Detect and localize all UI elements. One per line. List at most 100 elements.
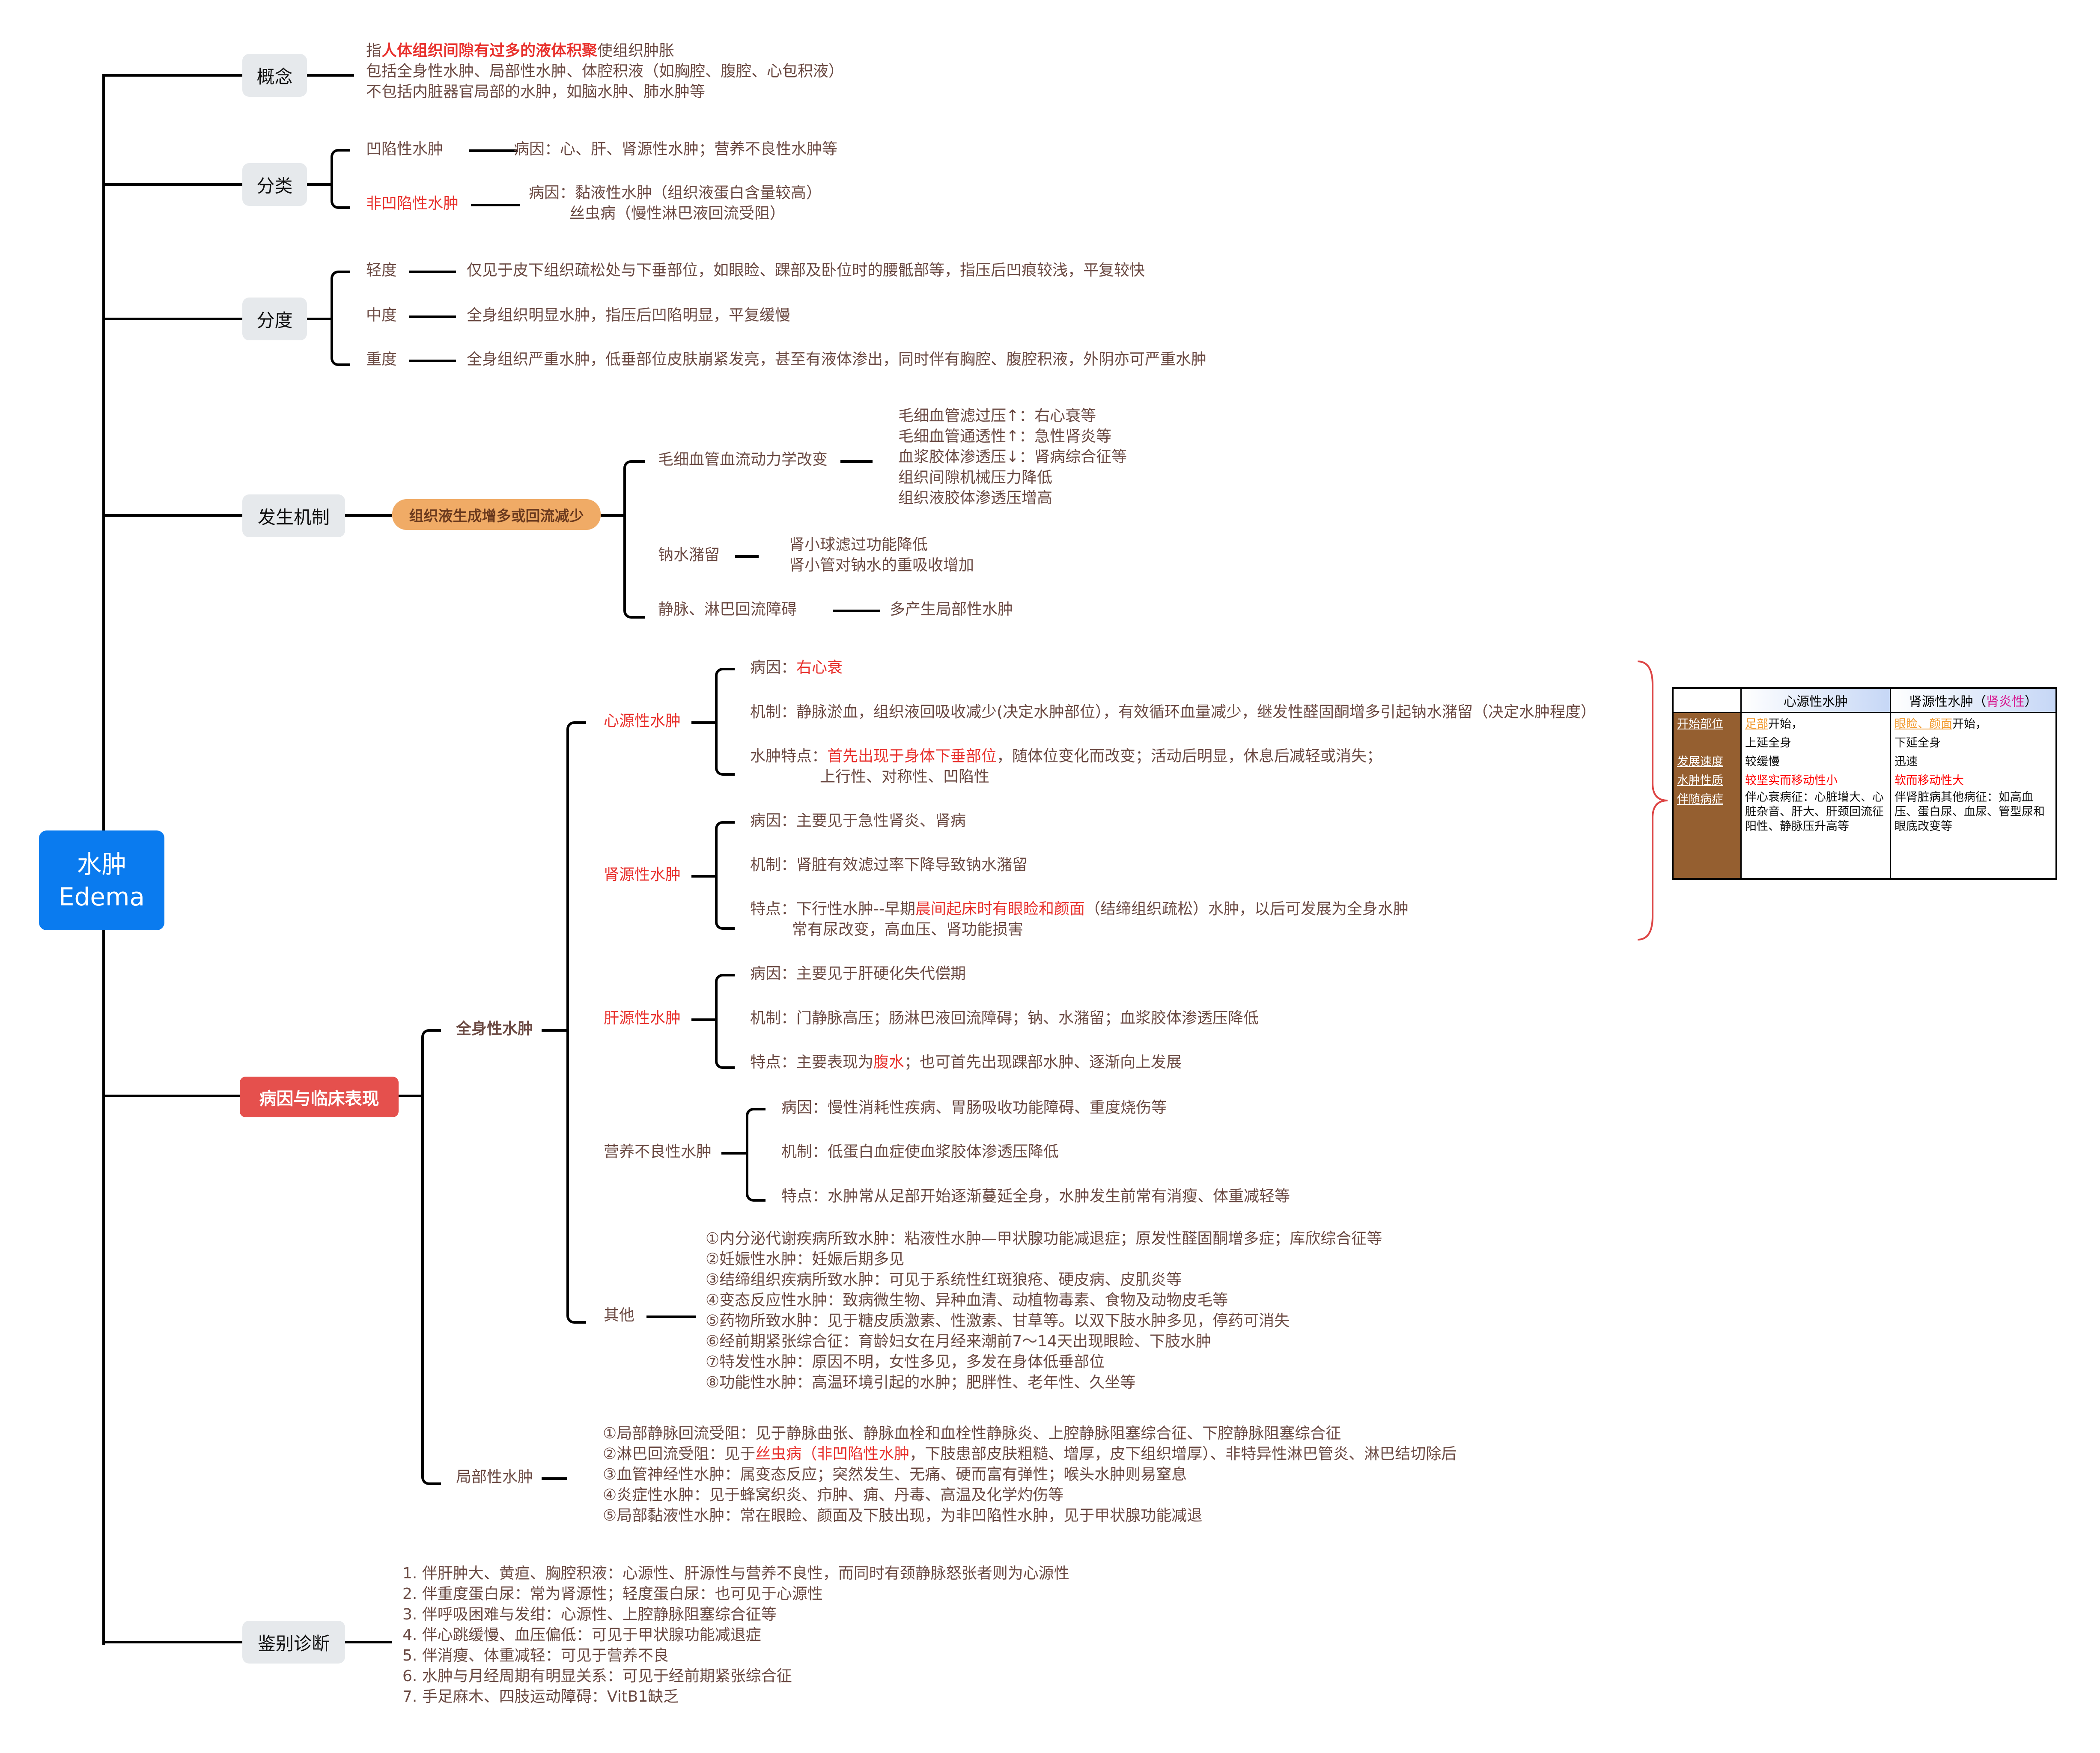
connector	[601, 514, 624, 517]
bracket	[623, 460, 645, 619]
local-item: ④炎症性水肿：见于蜂窝织炎、疖肿、痈、丹毒、高温及化学灼伤等	[603, 1486, 1064, 1504]
text: 使组织肿胀	[597, 42, 675, 60]
connector	[721, 1152, 747, 1155]
node-grading[interactable]: 分度	[242, 298, 307, 340]
connector	[102, 514, 242, 517]
nutritional-edema-label: 营养不良性水肿	[604, 1143, 712, 1161]
connector	[840, 460, 873, 463]
class-nonpitting-cause-1: 病因：黏液性水肿（组织液蛋白含量较高）	[529, 184, 822, 202]
diff-item: 3. 伴呼吸困难与发绀：心源性、上腔静脉阻塞综合征等	[402, 1606, 777, 1623]
connector	[735, 555, 759, 558]
text: 特点：主要表现为	[750, 1054, 874, 1071]
text: 首先出现于身体下垂部位	[827, 747, 997, 765]
text: 较坚实而移动性小	[1745, 774, 1838, 787]
nutritional-cause: 病因：慢性消耗性疾病、胃肠吸收功能障碍、重度烧伤等	[781, 1099, 1167, 1116]
mech-hemo-line: 毛细血管通透性↑：急性肾炎等	[898, 428, 1112, 445]
connector	[691, 721, 717, 724]
text: 伴肾脏病其他病征：如高血压、蛋白尿、血尿、管型尿和眼底改变等	[1894, 791, 2045, 833]
node-etiology[interactable]: 病因与临床表现	[240, 1077, 399, 1117]
text: 晨间起床时有眼睑和颜面	[915, 900, 1085, 918]
connector	[102, 1641, 242, 1643]
text: （结缔组织疏松）水肿，以后可发展为全身水肿	[1085, 900, 1409, 918]
text: 肾炎性	[1986, 694, 2025, 709]
connector	[469, 149, 518, 152]
row-label: 开始部位	[1677, 717, 1723, 731]
connector	[102, 183, 242, 186]
connector	[345, 514, 392, 517]
concept-line-1: 指人体组织间隙有过多的液体积聚使组织肿胀	[366, 41, 674, 61]
text: 肾源性水肿（	[1909, 694, 1986, 709]
other-item: ④变态反应性水肿：致病微生物、异种血清、动植物毒素、食物及动物皮毛等	[706, 1292, 1228, 1309]
table-renal-column: 眼睑、颜面开始， 下延全身 迅速 软而移动性大 伴肾脏病其他病征：如高血压、蛋白…	[1890, 712, 2057, 880]
bracket	[421, 1029, 441, 1485]
local-item: ①局部静脉回流受阻：见于静脉曲张、静脉血栓和血栓性静脉炎、上腔静脉阻塞综合征、下…	[603, 1425, 1341, 1442]
connector	[409, 360, 456, 362]
text: 伴心衰病征：心脏增大、心脏杂音、肝大、肝颈回流征阳性、静脉压升高等	[1745, 791, 1884, 833]
renal-cause: 病因：主要见于急性肾炎、肾病	[750, 812, 966, 830]
text: ）	[2025, 694, 2037, 709]
text: 病因：	[750, 659, 797, 676]
mechanism-core-label: 组织液生成增多或回流减少	[409, 507, 584, 525]
node-differential-label: 鉴别诊断	[257, 1633, 330, 1654]
comparison-table: 心源性水肿 肾源性水肿（肾炎性） 开始部位 发展速度 水肿性质 伴随病症 足部开…	[1672, 687, 2057, 880]
connector	[691, 1018, 717, 1021]
cardiac-feature-2: 上行性、对称性、凹陷性	[820, 768, 990, 786]
grade-severe-desc: 全身组织严重水肿，低垂部位皮肤崩紧发亮，甚至有液体渗出，同时伴有胸腔、腹腔积液，…	[467, 351, 1207, 368]
text: 丝虫病（非凹陷性水肿	[755, 1445, 910, 1463]
table-cardiac-column: 足部开始， 上延全身 较缓慢 较坚实而移动性小 伴心衰病征：心脏增大、心脏杂音、…	[1740, 712, 1891, 880]
mech-branch-sodium: 钠水潴留	[658, 546, 720, 564]
connector	[542, 1477, 567, 1480]
cardiac-edema-label: 心源性水肿	[604, 712, 681, 730]
connector	[399, 1095, 422, 1097]
mechanism-core-pill[interactable]: 组织液生成增多或回流减少	[392, 499, 601, 530]
connector	[833, 610, 880, 612]
bracket	[331, 271, 350, 366]
bracket	[566, 721, 586, 1324]
text: 下延全身	[1894, 736, 1941, 750]
mech-sodium-line: 肾小管对钠水的重吸收增加	[789, 557, 974, 574]
connector	[307, 318, 331, 320]
concept-highlight: 人体组织间隙有过多的液体积聚	[381, 42, 598, 60]
node-concept[interactable]: 概念	[242, 54, 307, 97]
other-item: ⑥经前期紧张综合征：育龄妇女在月经来潮前7～14天出现眼睑、下肢水肿	[706, 1333, 1211, 1350]
connector	[307, 183, 331, 186]
connector	[471, 204, 520, 206]
node-classification-label: 分类	[256, 175, 293, 196]
text: 迅速	[1894, 755, 1918, 768]
class-nonpitting-cause-2: 丝虫病（慢性淋巴液回流受阻）	[569, 205, 786, 222]
grade-mild-desc: 仅见于皮下组织疏松处与下垂部位，如眼睑、踝部及卧位时的腰骶部等，指压后凹痕较浅，…	[467, 262, 1145, 279]
diff-item: 7. 手足麻木、四肢运动障碍：VitB1缺乏	[402, 1688, 679, 1705]
text: ②淋巴回流受阻：见于	[603, 1445, 756, 1463]
diff-item: 5. 伴消瘦、体重减轻：可见于营养不良	[402, 1647, 669, 1664]
local-item: ⑤局部黏液性水肿：常在眼睑、颜面及下肢出现，为非凹陷性水肿，见于甲状腺功能减退	[603, 1507, 1203, 1524]
node-mechanism[interactable]: 发生机制	[242, 494, 345, 537]
mech-branch-hemodynamic: 毛细血管血流动力学改变	[658, 451, 828, 468]
class-item-nonpitting: 非凹陷性水肿	[366, 195, 459, 212]
root-title-zh: 水肿	[77, 849, 127, 879]
connector	[307, 74, 354, 77]
text: 腹水	[873, 1054, 905, 1071]
text: ，下肢患部皮肤粗糙、增厚，皮下组织增厚）、非特异性淋巴管炎、淋巴结切除后	[909, 1445, 1457, 1463]
renal-feature-2: 常有尿改变，高血压、肾功能损害	[792, 921, 1024, 938]
diff-item: 2. 伴重度蛋白尿：常为肾源性；轻度蛋白尿：也可见于心源性	[402, 1585, 823, 1603]
mech-hemo-line: 组织液胶体渗透压增高	[898, 489, 1053, 507]
text: 开始，	[1768, 717, 1803, 731]
bracket	[715, 821, 735, 930]
text: ，随体位变化而改变；活动后明显，休息后减轻或消失；	[997, 747, 1382, 765]
node-mechanism-label: 发生机制	[257, 506, 330, 528]
bracket	[715, 668, 735, 776]
other-edema-label: 其他	[604, 1307, 635, 1324]
connector	[345, 1641, 392, 1643]
connector	[409, 271, 456, 273]
node-differential[interactable]: 鉴别诊断	[242, 1621, 345, 1664]
other-item: ⑤药物所致水肿：见于糖皮质激素、性激素、甘草等。以双下肢水肿多见，停药可消失	[706, 1312, 1290, 1330]
root-title-en: Edema	[58, 882, 145, 911]
node-classification[interactable]: 分类	[242, 163, 307, 206]
table-header-renal: 肾源性水肿（肾炎性）	[1890, 687, 2057, 713]
systemic-edema-label: 全身性水肿	[456, 1020, 533, 1038]
root-node[interactable]: 水肿 Edema	[39, 830, 164, 930]
text: 开始，	[1952, 717, 1987, 731]
row-label: 水肿性质	[1677, 774, 1723, 787]
bracket	[746, 1108, 766, 1202]
grade-moderate: 中度	[366, 307, 397, 324]
